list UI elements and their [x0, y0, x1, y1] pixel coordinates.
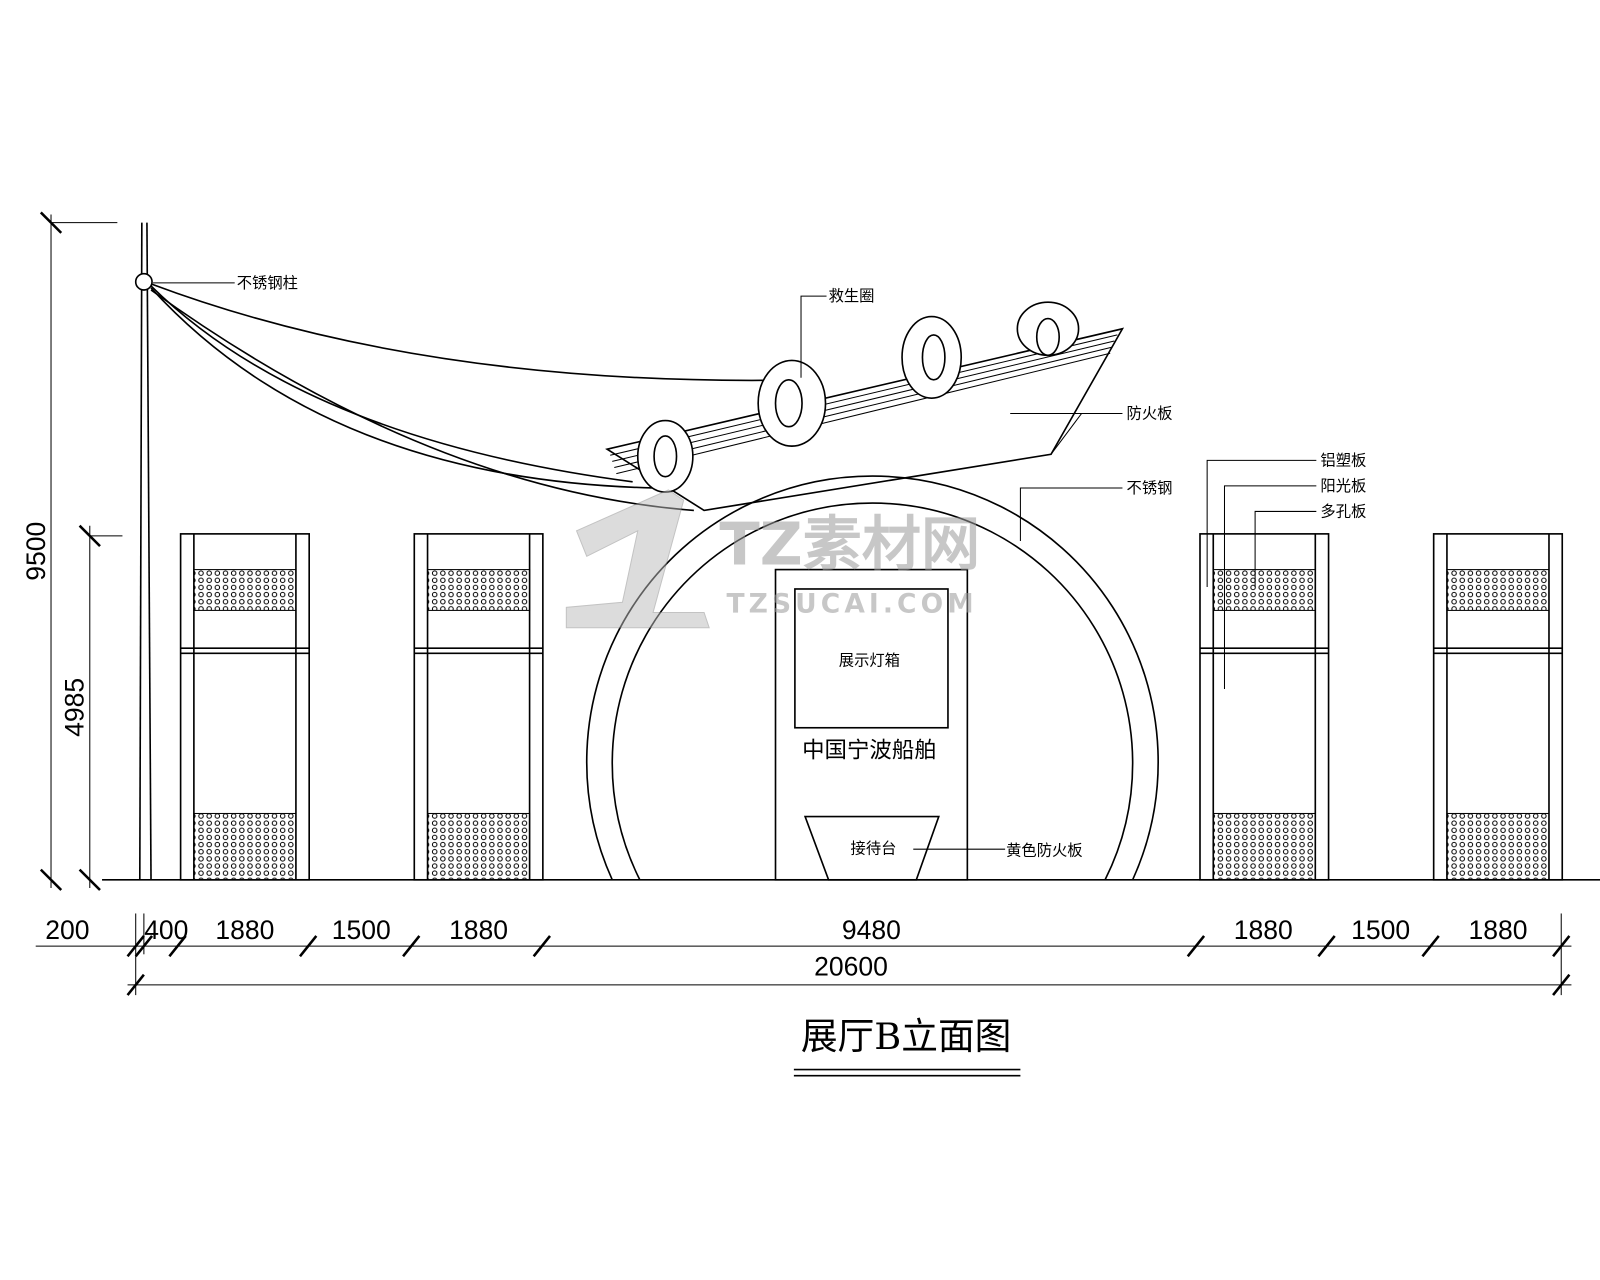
perforated-label: 多孔板 — [1320, 503, 1366, 521]
circular-gate — [585, 475, 1159, 881]
dim-6: 9480 — [842, 915, 901, 945]
dim-8: 1500 — [1351, 915, 1410, 945]
panel-1 — [179, 533, 311, 881]
dim-2: 400 — [144, 915, 188, 945]
sunboard-label: 阳光板 — [1320, 477, 1366, 495]
aluminum-label: 铝塑板 — [1320, 452, 1366, 470]
horizontal-dimensions — [35, 913, 1572, 996]
watermark: TZ素材网 TZSUCAI.COM — [565, 489, 980, 629]
dim-4: 1500 — [332, 915, 391, 945]
company-name: 中国宁波船舶 — [802, 737, 937, 763]
dim-9: 1880 — [1468, 915, 1527, 945]
dim-height-total: 9500 — [21, 522, 51, 581]
lightbox-label: 展示灯箱 — [839, 652, 900, 670]
leader-lines — [153, 282, 1317, 850]
watermark-main: TZ素材网 — [719, 509, 980, 578]
reception-label: 接待台 — [851, 839, 897, 857]
panel-3 — [1199, 533, 1330, 881]
dim-3: 1880 — [215, 915, 274, 945]
vertical-dimensions — [39, 211, 123, 891]
panel-4 — [1432, 533, 1564, 881]
stainless-pole — [134, 222, 153, 880]
sail-curves — [150, 283, 807, 512]
stainless-label: 不锈钢 — [1127, 479, 1173, 497]
pole-label: 不锈钢柱 — [237, 274, 298, 292]
drawing-title: 展厅B立面图 — [801, 1015, 1012, 1058]
dim-5: 1880 — [449, 915, 508, 945]
reception-desk — [803, 815, 940, 881]
dim-1: 200 — [45, 915, 89, 945]
fireboard-label: 防火板 — [1127, 405, 1173, 423]
dim-height-panel: 4985 — [60, 678, 90, 737]
dim-7: 1880 — [1234, 915, 1293, 945]
lightbox — [794, 588, 949, 729]
dim-total: 20600 — [814, 952, 888, 982]
yellow-fireboard-label: 黄色防火板 — [1006, 841, 1083, 859]
lifebuoy-label: 救生圈 — [829, 287, 875, 305]
watermark-sub: TZSUCAI.COM — [727, 588, 978, 619]
panel-2 — [413, 533, 544, 881]
